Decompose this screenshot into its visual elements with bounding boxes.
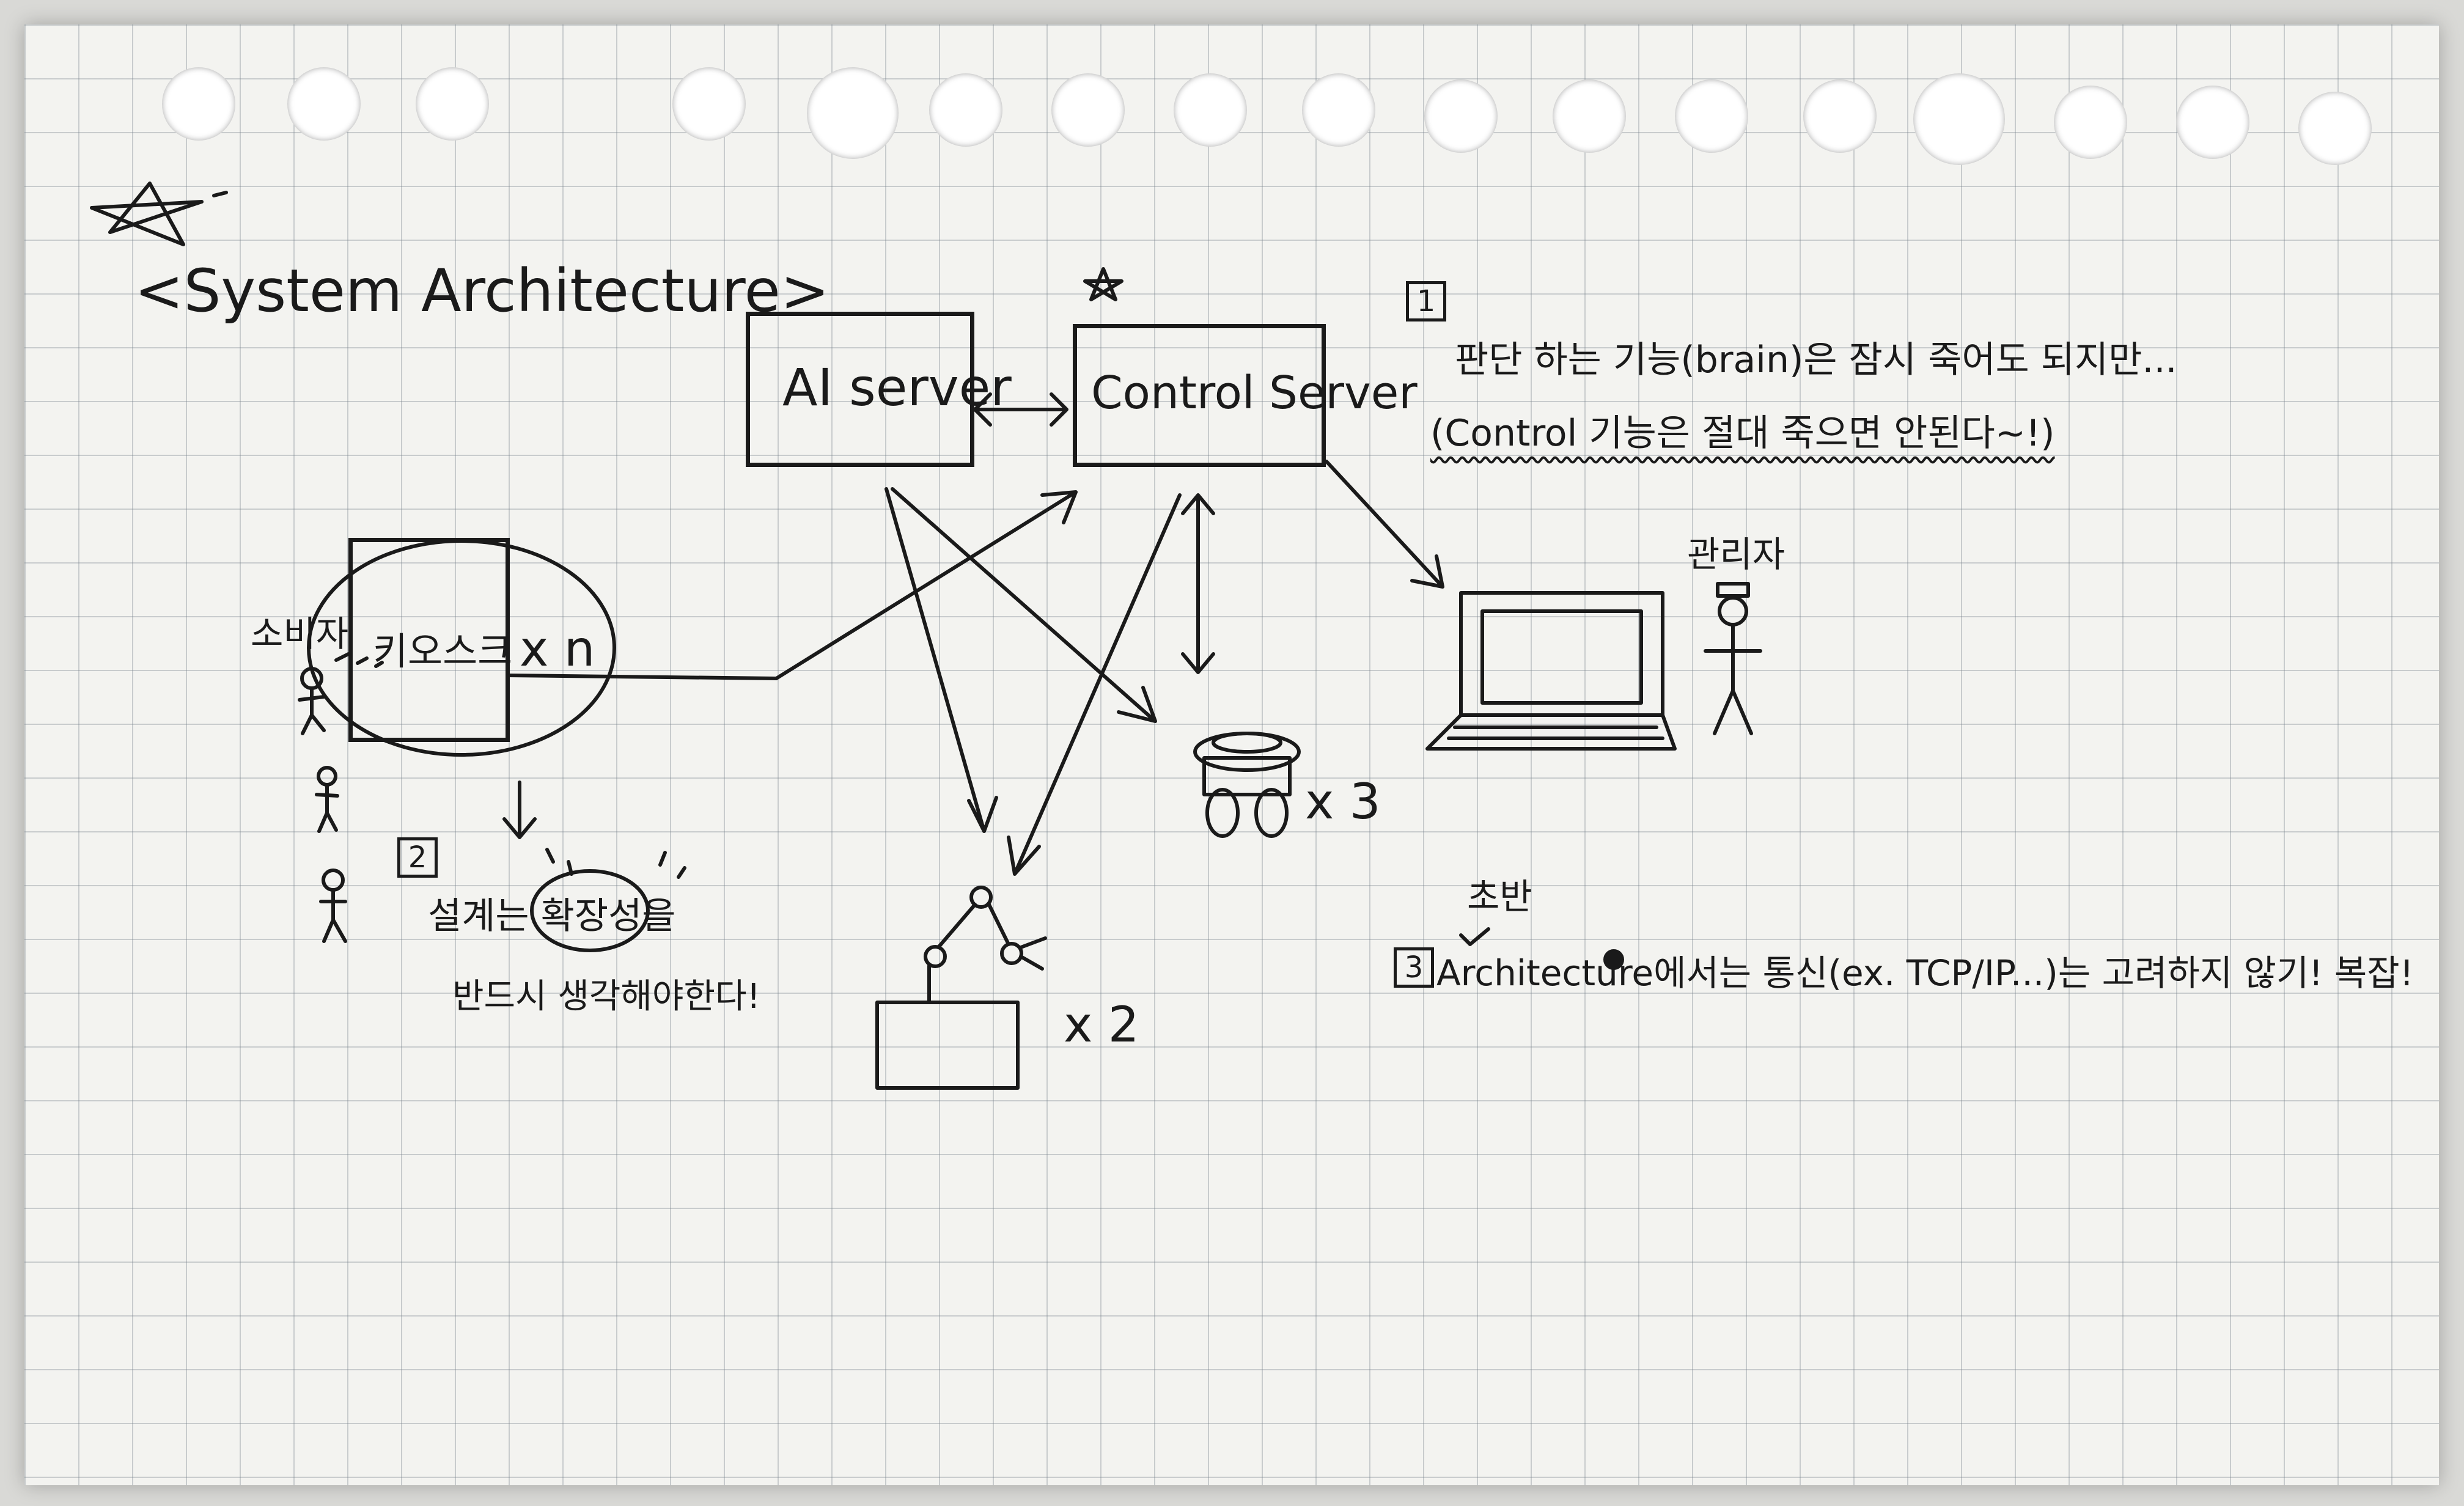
consumer-label: 소비자: [251, 613, 349, 655]
admin-label: 관리자: [1687, 534, 1785, 575]
ai-server-box: [746, 312, 974, 467]
ai-to-mobile-robot-arrow: [891, 487, 1157, 723]
mobile-robot-multiplier: x 3: [1305, 773, 1381, 830]
control-to-robot-arm-arrow: [1007, 493, 1182, 876]
down-arrow: [502, 781, 537, 839]
binder-hole: [1913, 73, 2005, 165]
kiosk-multiplier: x n: [520, 620, 595, 677]
ai-to-robot-arm-arrow: [884, 487, 998, 833]
consumer-figure: [315, 766, 339, 833]
binder-hole: [929, 73, 1002, 147]
note-3-line-1: Architecture에서는 통신(ex. TCP/IP...)는 고려하지 …: [1436, 952, 2414, 994]
note-2-line-2: 반드시 생각해야한다!: [452, 977, 760, 1016]
binder-hole: [1174, 73, 1247, 147]
control-server-label: Control Server: [1091, 367, 1418, 419]
binder-hole: [672, 67, 746, 141]
consumer-figure: [298, 667, 326, 735]
note-1-line-1: 판단 하는 기능(brain)은 잠시 죽어도 되지만...: [1455, 339, 2177, 381]
binder-hole: [807, 67, 899, 159]
diagram-drawing: [90, 182, 1762, 1090]
binder-hole: [2298, 92, 2372, 165]
control-to-laptop-arrow: [1325, 460, 1444, 589]
binder-hole: [1675, 79, 1748, 153]
binder-hole: [416, 67, 489, 141]
binder-hole: [287, 67, 361, 141]
binder-hole: [1051, 73, 1125, 147]
binder-hole: [162, 67, 235, 141]
control-server-box: [1073, 324, 1326, 467]
diagram-title: <System Architecture>: [134, 257, 830, 325]
robot-arm-icon: [875, 886, 1047, 1090]
note-1-line-2: (Control 기능은 절대 죽으면 안된다~!): [1430, 412, 2055, 455]
star-icon: [90, 182, 204, 246]
control-mobile-robot-arrow: [1181, 493, 1215, 674]
binder-hole: [1302, 73, 1375, 147]
binder-hole: [1803, 79, 1877, 153]
binder-hole: [2176, 86, 2249, 159]
kiosk-to-control-arrow: [506, 490, 1078, 680]
note-2-line-1: 설계는 확장성을: [428, 895, 676, 938]
kiosk-box: [348, 538, 510, 742]
scalability-circle: [530, 869, 650, 952]
notebook-page: <System Architecture> AI server Control …: [24, 24, 2439, 1485]
binder-hole: [1553, 79, 1626, 153]
binder-hole: [2054, 86, 2127, 159]
ai-server-label: AI server: [782, 358, 1012, 417]
laptop-icon: [1425, 591, 1677, 751]
admin-figure: [1704, 582, 1762, 735]
note-number-1: 1: [1406, 281, 1446, 321]
mobile-robot-icon: [1193, 732, 1301, 838]
ai-control-arrow: [973, 392, 1068, 427]
star-icon: [1083, 267, 1124, 301]
kiosk-label: 키오스크: [373, 629, 513, 674]
consumer-figure: [319, 869, 347, 943]
note-number-2: 2: [397, 837, 438, 878]
note-number-3: 3: [1394, 947, 1434, 988]
robot-arm-multiplier: x 2: [1064, 996, 1139, 1053]
binder-hole: [1424, 79, 1498, 153]
note-3-prefix: 초반: [1467, 876, 1532, 917]
